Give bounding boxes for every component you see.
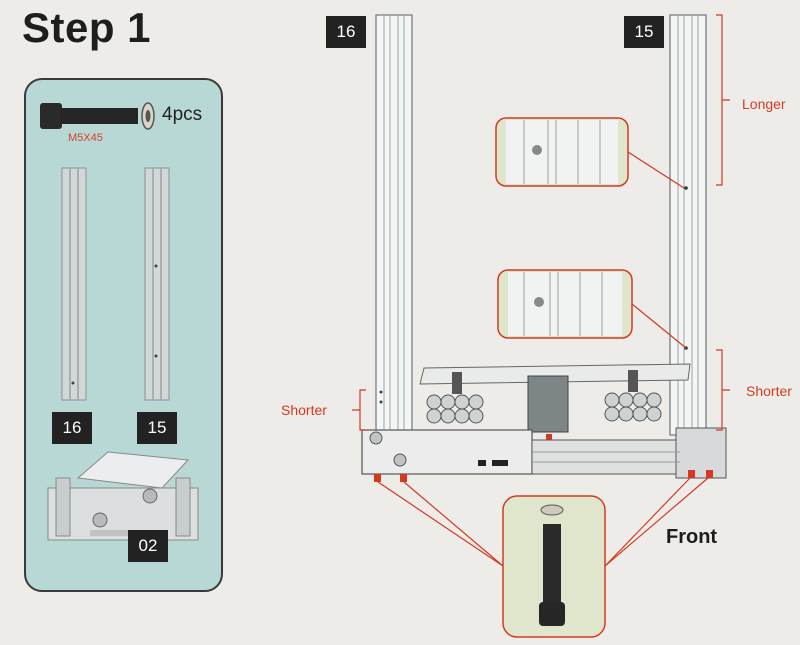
part-number-02: 02 xyxy=(128,530,168,562)
base-assembly-02-icon xyxy=(47,451,199,541)
shorter-right-label: Shorter xyxy=(746,383,792,399)
bed-plate xyxy=(419,363,691,433)
base-frame xyxy=(361,427,727,479)
extrusion-16-icon xyxy=(61,167,87,401)
part-number-16: 16 xyxy=(52,412,92,444)
longer-bracket xyxy=(716,14,730,186)
longer-label: Longer xyxy=(742,96,786,112)
hole-callout-lower xyxy=(497,269,687,349)
shorter-left-bracket xyxy=(352,389,366,431)
assembly-number-15: 15 xyxy=(624,16,664,48)
shorter-right-bracket xyxy=(716,349,730,431)
bolt-callout xyxy=(502,495,606,638)
screw-markers xyxy=(374,434,713,482)
shorter-left-label: Shorter xyxy=(281,402,327,418)
v-wheels xyxy=(426,392,662,424)
quantity-label: 4pcs xyxy=(162,104,203,125)
step-title: Step 1 xyxy=(22,4,152,51)
part-number-15: 15 xyxy=(137,412,177,444)
screw-size-label: M5X45 xyxy=(68,132,103,144)
bolt-leader-lines xyxy=(377,477,709,567)
assembly-number-16: 16 xyxy=(326,16,366,48)
front-label: Front xyxy=(666,526,718,548)
m5x45-screw-icon xyxy=(40,102,155,130)
hole-callout-upper xyxy=(495,117,685,189)
extrusion-15-icon xyxy=(144,167,170,401)
left-upright-16 xyxy=(375,14,413,436)
